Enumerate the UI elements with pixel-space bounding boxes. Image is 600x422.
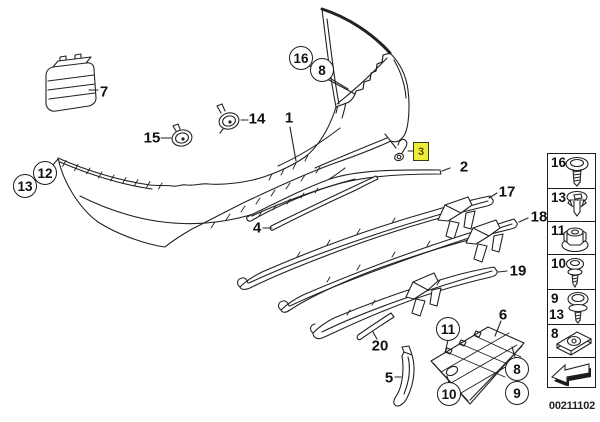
callout-1[interactable]: 1 <box>284 109 294 127</box>
legend-number: 16 <box>551 155 567 170</box>
legend-cell-16[interactable]: 16 <box>547 153 596 190</box>
callout-18[interactable]: 18 <box>530 208 548 226</box>
legend-cell-9-13[interactable]: 9 13 <box>546 288 596 326</box>
legend-cell-8[interactable]: 8 <box>546 324 596 360</box>
legend-cell-13[interactable]: 13 <box>546 188 596 223</box>
callout-circle-11[interactable]: 11 <box>436 317 460 341</box>
legend-number: 11 <box>551 222 566 238</box>
bracket-5 <box>394 346 414 406</box>
legend-number: 8 <box>551 326 559 342</box>
callout-circle-8-top[interactable]: 8 <box>310 58 334 82</box>
callout-circle-13[interactable]: 13 <box>13 174 37 198</box>
legend-cell-arrow[interactable] <box>546 357 596 389</box>
grille-part-7 <box>46 54 96 111</box>
callout-17[interactable]: 17 <box>498 183 516 201</box>
callout-circle-9[interactable]: 9 <box>505 381 529 405</box>
small-strip-20 <box>357 313 394 340</box>
bumper-cover <box>58 9 409 247</box>
trim-strip-2 <box>247 170 441 221</box>
washer-screw-icon <box>546 255 595 288</box>
callout-20[interactable]: 20 <box>371 337 389 355</box>
clip-part-3 <box>385 134 413 162</box>
legend-number-secondary: 13 <box>549 306 565 322</box>
legend-cell-10[interactable]: 10 <box>546 254 596 291</box>
thin-strip-4 <box>270 176 378 230</box>
diffuser-strip-17 <box>238 196 494 289</box>
direction-arrow-icon <box>546 358 591 387</box>
clip-nut-icon <box>546 325 595 357</box>
callout-circle-16[interactable]: 16 <box>289 46 313 70</box>
legend-number: 13 <box>551 190 567 206</box>
callout-circle-12[interactable]: 12 <box>33 161 57 185</box>
leader-lines <box>52 65 528 383</box>
diffuser-strip-19 <box>311 267 498 339</box>
legend-number: 9 <box>551 290 559 306</box>
legend-cell-11[interactable]: 11 <box>546 220 596 256</box>
callout-4[interactable]: 4 <box>252 219 262 237</box>
callout-circle-8-bottom[interactable]: 8 <box>505 357 529 381</box>
callout-5[interactable]: 5 <box>384 369 394 387</box>
callout-highlighted-3[interactable]: 3 <box>413 142 429 161</box>
diffuser-strip-18 <box>279 219 518 312</box>
pan-head-screw-icon <box>546 154 595 188</box>
expansion-rivet-icon <box>546 189 595 220</box>
legend-number: 10 <box>551 256 567 272</box>
document-number: 00211102 <box>548 400 596 412</box>
hatching <box>63 155 321 228</box>
fastener-legend: 16 13 11 <box>546 153 596 389</box>
flange-nut-icon <box>546 222 595 254</box>
callout-14[interactable]: 14 <box>248 110 266 128</box>
callout-7[interactable]: 7 <box>99 83 109 101</box>
hex-bolt-washer-icon <box>546 290 595 324</box>
callout-circle-10[interactable]: 10 <box>437 382 461 406</box>
callout-19[interactable]: 19 <box>509 262 527 280</box>
callout-2[interactable]: 2 <box>459 158 469 176</box>
callout-6[interactable]: 6 <box>498 306 508 324</box>
grommet-14 <box>217 104 241 133</box>
callout-15[interactable]: 15 <box>143 129 161 147</box>
grommet-15 <box>171 124 194 148</box>
